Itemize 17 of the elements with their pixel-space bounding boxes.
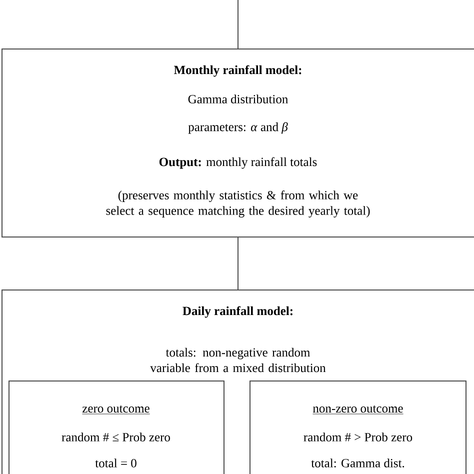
body-text: total: Gamma dist. xyxy=(311,458,404,468)
body-text: parameters: α and β xyxy=(188,122,288,134)
model-box xyxy=(2,48,474,238)
body-text: random # > Prob zero xyxy=(304,432,412,442)
body-text: (preserves monthly statistics & from which we select a sequence matching the desired yearly total) xyxy=(106,190,370,218)
heading: non-zero outcome xyxy=(312,405,404,414)
heading: Monthly rainfall model: xyxy=(174,65,302,77)
body-text: random # ≤ Prob zero xyxy=(62,432,170,442)
body-text: Gamma distribution xyxy=(188,94,288,104)
model-box xyxy=(250,380,466,474)
heading: zero outcome xyxy=(82,405,150,414)
heading: Daily rainfall model: xyxy=(182,306,292,318)
body-text: total = 0 xyxy=(95,458,136,468)
model-box xyxy=(8,380,224,474)
body-text: Output: monthly rainfall totals xyxy=(159,157,317,169)
body-text: totals: non-negative random variable from a mixed distribution xyxy=(150,348,326,372)
model-box xyxy=(2,290,474,474)
